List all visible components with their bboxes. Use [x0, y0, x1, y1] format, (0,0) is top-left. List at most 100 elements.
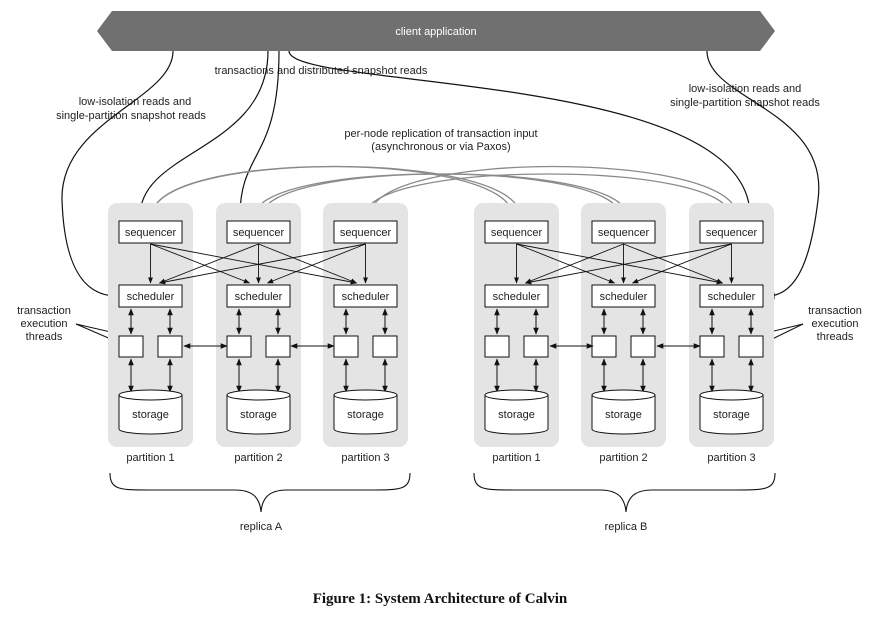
scheduler-box — [118, 284, 183, 308]
sequencer-scheduler-arrow — [524, 243, 624, 284]
storage-label: storage — [240, 409, 277, 421]
replication-label-1: per-node replication of transaction inpu… — [344, 128, 537, 140]
sequencer-label: sequencer — [340, 227, 392, 239]
scheduler-label: scheduler — [708, 291, 756, 303]
threads-label-right-3: threads — [817, 331, 854, 343]
sequencer-label: sequencer — [706, 227, 758, 239]
sequencer-label: sequencer — [598, 227, 650, 239]
partition-node: sequencer scheduler storage partition 1 — [474, 203, 559, 464]
partition-label: partition 2 — [234, 452, 282, 464]
threads-label-right-1: transaction — [808, 305, 862, 317]
scheduler-label: scheduler — [493, 291, 541, 303]
storage-cylinder — [484, 394, 549, 435]
scheduler-box — [484, 284, 549, 308]
thread-box — [226, 335, 252, 358]
replica-b-brace — [473, 472, 776, 513]
thread-box — [591, 335, 617, 358]
scheduler-label: scheduler — [235, 291, 283, 303]
partition-label: partition 1 — [492, 452, 540, 464]
threads-label-left-1: transaction — [17, 305, 71, 317]
threads-label-left-2: execution — [20, 318, 67, 330]
sequencer-box — [118, 220, 183, 244]
storage-cylinder-top — [484, 389, 549, 401]
thread-box — [699, 335, 725, 358]
thread-box — [157, 335, 183, 358]
thread-box — [372, 335, 398, 358]
thread-box — [118, 335, 144, 358]
replication-arcs — [148, 165, 738, 217]
thread-box — [630, 335, 656, 358]
sequencer-scheduler-arrow — [266, 243, 366, 284]
thread-box — [738, 335, 764, 358]
storage-label: storage — [605, 409, 642, 421]
partition-label: partition 3 — [341, 452, 389, 464]
low-isolation-reads-label-right-1: low-isolation reads and — [689, 83, 802, 95]
replica-a-label: replica A — [240, 521, 283, 533]
client-request-curves — [61, 50, 820, 300]
storage-label: storage — [347, 409, 384, 421]
scheduler-box — [333, 284, 398, 308]
thread-box — [265, 335, 291, 358]
storage-cylinder-top — [226, 389, 291, 401]
partition-node: sequencer scheduler storage partition 2 — [216, 203, 301, 464]
replica-braces — [109, 472, 776, 513]
sequencer-box — [484, 220, 549, 244]
thread-box — [523, 335, 549, 358]
storage-label: storage — [713, 409, 750, 421]
partition-label: partition 3 — [707, 452, 755, 464]
low-isolation-reads-label-right-2: single-partition snapshot reads — [670, 97, 820, 109]
low-isolation-reads-label-left-2: single-partition snapshot reads — [56, 110, 206, 122]
threads-label-left-3: threads — [26, 331, 63, 343]
client-application-banner — [97, 11, 775, 51]
sequencer-scheduler-arrow — [158, 243, 259, 284]
scheduler-label: scheduler — [127, 291, 175, 303]
client-application-label: client application — [395, 26, 476, 38]
sequencer-scheduler-arrow — [150, 243, 251, 284]
sequencer-scheduler-arrow — [516, 243, 724, 285]
storage-cylinder — [591, 394, 656, 435]
storage-cylinder-top — [333, 389, 398, 401]
partition-label: partition 1 — [126, 452, 174, 464]
sequencer-box — [333, 220, 398, 244]
sequencer-scheduler-arrow — [524, 243, 732, 285]
calvin-architecture-diagram: client application transactions and dist… — [17, 11, 862, 533]
figure-caption: Figure 1: System Architecture of Calvin — [312, 591, 568, 607]
storage-cylinder — [118, 394, 183, 435]
sequencer-box — [699, 220, 764, 244]
scheduler-box — [699, 284, 764, 308]
storage-cylinder-top — [591, 389, 656, 401]
sequencer-label: sequencer — [233, 227, 285, 239]
sequencer-scheduler-arrow — [258, 243, 358, 284]
low-isolation-reads-label-left-1: low-isolation reads and — [79, 96, 192, 108]
sequencer-label: sequencer — [491, 227, 543, 239]
sequencer-box — [226, 220, 291, 244]
sequencer-box — [591, 220, 656, 244]
sequencer-scheduler-arrow — [158, 243, 366, 285]
partition-label: partition 2 — [599, 452, 647, 464]
storage-label: storage — [132, 409, 169, 421]
storage-cylinder — [699, 394, 764, 435]
scheduler-label: scheduler — [342, 291, 390, 303]
sequencer-scheduler-arrow — [150, 243, 358, 285]
sequencer-scheduler-arrow — [516, 243, 616, 284]
sequencer-scheduler-arrow — [623, 243, 724, 284]
storage-cylinder-top — [699, 389, 764, 401]
replica-a-brace — [109, 472, 411, 513]
partition-node: sequencer scheduler storage partition 2 — [581, 203, 666, 464]
replica-b-label: replica B — [605, 521, 648, 533]
scheduler-box — [591, 284, 656, 308]
partition-node: sequencer scheduler storage partition 3 — [689, 203, 774, 464]
scheduler-box — [226, 284, 291, 308]
thread-box — [333, 335, 359, 358]
thread-box — [484, 335, 510, 358]
partition-node: sequencer scheduler storage partition 3 — [323, 203, 408, 464]
storage-cylinder — [333, 394, 398, 435]
sequencer-scheduler-arrow — [631, 243, 732, 284]
threads-label-right-2: execution — [811, 318, 858, 330]
storage-cylinder-top — [118, 389, 183, 401]
storage-label: storage — [498, 409, 535, 421]
scheduler-label: scheduler — [600, 291, 648, 303]
storage-cylinder — [226, 394, 291, 435]
